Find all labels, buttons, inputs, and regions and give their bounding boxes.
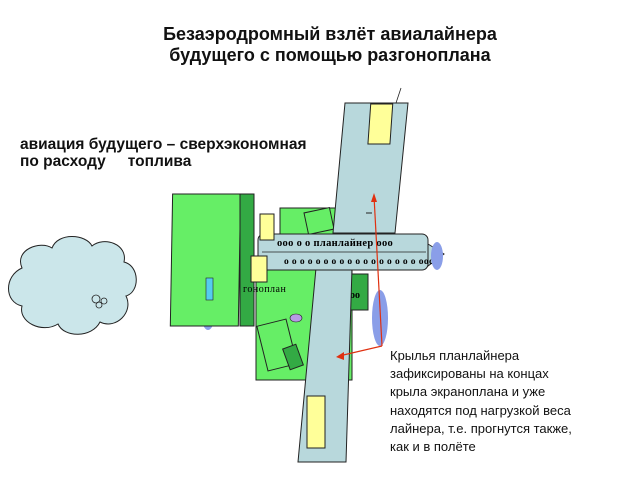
note-line-2: зафиксированы на концах	[390, 366, 549, 382]
note-line-6: как и в полёте	[390, 439, 476, 455]
title-line-1: Безаэродромный взлёт авиалайнера	[163, 24, 497, 44]
callout-arrow-top	[373, 195, 383, 347]
wing-tip-panel-bottom	[306, 395, 326, 449]
cockpit-panel-lower	[250, 255, 268, 283]
cloud-bubbles	[91, 294, 108, 309]
planliner-window-row: о о о о о о о о о о о о о о о о о ооо	[284, 257, 434, 267]
note-line-1: Крылья планлайнера	[390, 348, 520, 363]
booster-left-wing	[169, 193, 255, 327]
callout-arrows	[338, 195, 383, 357]
explanation-note: Крылья планлайнера зафиксированы на конц…	[390, 347, 630, 456]
booster-windows-label: ооо	[345, 290, 360, 301]
wing-tip-panel-top	[367, 103, 394, 145]
slogan-part-1: по расходу	[20, 153, 106, 170]
slogan-part-2: топлива	[127, 153, 192, 170]
slide-title: Безаэродромный взлёт авиалайнера будущег…	[100, 24, 560, 66]
booster-flap-small	[282, 343, 304, 371]
slogan-line-1: авиация будущего – сверхэкономная	[20, 136, 307, 153]
booster-porthole	[289, 313, 303, 323]
booster-side-block	[303, 206, 335, 236]
note-line-5: лайнера, т.е. прогнутся также,	[390, 420, 572, 436]
slogan: авиация будущего – сверхэкономная по рас…	[20, 136, 360, 170]
planliner-label: ооо о о планлайнер ооо	[277, 238, 393, 249]
cloud-shape	[8, 236, 137, 335]
title-line-2: будущего с помощью разгоноплана	[169, 45, 491, 65]
note-line-4: находятся под нагрузкой веса	[390, 402, 571, 418]
arrowhead-top	[371, 193, 377, 202]
arrowhead-bottom	[336, 352, 344, 360]
razgonoplan-label: гоноплан	[243, 284, 286, 295]
callout-arrow-bottom	[338, 345, 383, 357]
cockpit-panel-upper	[259, 213, 275, 241]
slogan-line-2: по расходу топлива	[20, 153, 360, 170]
note-line-3: крыла экраноплана и уже	[390, 384, 546, 400]
propeller-right-upper	[431, 242, 443, 270]
